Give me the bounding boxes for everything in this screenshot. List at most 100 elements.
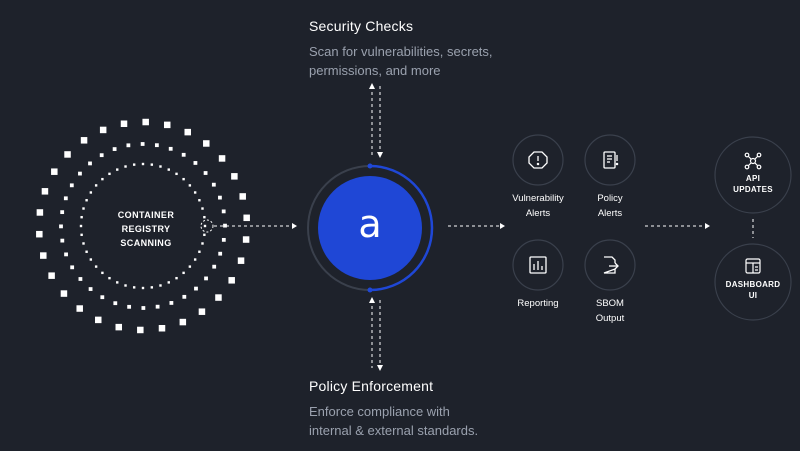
registry-dot	[41, 188, 49, 195]
registry-dot-rings	[36, 118, 250, 334]
registry-dot	[132, 163, 136, 166]
registry-dot	[193, 191, 197, 194]
node-label-sbom: SBOM Output	[565, 296, 655, 326]
registry-dot	[48, 272, 55, 279]
node-label-reporting-line1: Reporting	[517, 298, 559, 309]
node-label-vulnerability-line2: Alerts	[525, 208, 551, 219]
registry-dot	[85, 250, 88, 253]
registry-dot	[204, 276, 208, 281]
registry-dot	[140, 142, 145, 146]
arrow-outputs-to-targets	[645, 223, 710, 229]
registry-dot	[221, 237, 226, 242]
registry-dot	[182, 294, 187, 299]
registry-dot	[36, 209, 44, 216]
registry-dot	[51, 168, 58, 175]
registry-connector-node	[200, 219, 214, 233]
node-label-vulnerability: Vulnerability Alerts	[493, 191, 583, 221]
registry-dot	[182, 271, 185, 275]
registry-dot	[228, 277, 235, 284]
registry-dot	[40, 252, 47, 259]
registry-dot	[82, 242, 85, 245]
node-label-policy-line1: Policy	[597, 193, 623, 204]
registry-dot	[239, 193, 246, 200]
registry-dot	[76, 305, 83, 312]
registry-dot	[116, 168, 119, 171]
registry-dot	[112, 147, 117, 151]
registry-dot	[159, 284, 162, 287]
target-label-api-line1: API	[745, 174, 761, 183]
registry-dot	[175, 276, 178, 280]
registry-dot	[60, 290, 68, 297]
node-circle-reporting	[512, 239, 564, 291]
logo-disc	[318, 176, 422, 280]
registry-dot	[85, 199, 88, 202]
registry-dot	[179, 318, 187, 326]
registry-dot	[182, 177, 185, 181]
arrow-security-checks	[369, 83, 383, 158]
registry-dot	[63, 196, 68, 201]
registry-dot	[80, 137, 88, 144]
registry-dot	[88, 287, 93, 291]
registry-dot	[141, 306, 146, 310]
registry-dot	[78, 171, 82, 176]
registry-dot	[188, 265, 192, 268]
registry-dot	[100, 295, 105, 300]
registry-dot	[120, 120, 128, 127]
registry-dot	[36, 230, 43, 238]
registry-dot	[99, 126, 107, 134]
registry-dot	[80, 233, 83, 237]
arrow-registry-to-logo	[214, 223, 297, 229]
node-circle-vulnerability	[512, 134, 564, 186]
registry-dot	[79, 224, 83, 228]
registry-dot	[231, 173, 238, 180]
registry-label: CONTAINER REGISTRY SCANNING	[106, 208, 186, 250]
registry-dot	[108, 276, 111, 280]
node-label-sbom-line2: Output	[595, 313, 625, 324]
security-checks-description: Scan for vulnerabilities, secrets, permi…	[309, 42, 549, 80]
registry-dot	[198, 250, 201, 253]
registry-dot	[126, 143, 131, 148]
target-circle-api	[714, 136, 792, 214]
alert-octagon-icon	[528, 151, 548, 169]
node-label-reporting: Reporting	[493, 296, 583, 311]
registry-dot	[237, 257, 245, 264]
registry-dot	[223, 223, 227, 228]
registry-dot	[167, 168, 170, 171]
arrow-logo-to-outputs	[448, 223, 505, 229]
registry-label-line1: CONTAINER	[117, 210, 175, 220]
registry-dot	[193, 258, 197, 261]
arrow-policy-enforcement	[369, 297, 383, 371]
node-label-policy: Policy Alerts	[565, 191, 655, 221]
registry-dot	[113, 301, 118, 306]
security-checks-title: Security Checks	[309, 18, 414, 34]
dashboard-icon	[745, 258, 761, 274]
registry-dot	[141, 162, 145, 166]
registry-dot	[94, 265, 98, 268]
registry-dot	[218, 155, 226, 162]
target-circle-dashboard	[714, 243, 792, 321]
registry-dot	[115, 323, 123, 331]
registry-dot	[203, 171, 208, 175]
registry-dot	[169, 301, 174, 305]
document-icon	[603, 151, 619, 169]
registry-dot	[212, 264, 217, 269]
target-label-dashboard-line1: DASHBOARD	[725, 280, 781, 289]
registry-dot	[242, 236, 250, 243]
registry-dot	[64, 151, 71, 158]
target-label-dashboard-line2: UI	[748, 291, 758, 300]
node-label-vulnerability-line1: Vulnerability	[512, 193, 564, 204]
target-label-api: API UPDATES	[718, 173, 788, 195]
registry-dot	[163, 121, 171, 129]
policy-enforcement-description: Enforce compliance with internal & exter…	[309, 402, 549, 440]
registry-dot	[211, 182, 216, 187]
node-circle-sbom	[584, 239, 636, 291]
registry-dot	[203, 215, 206, 219]
registry-dot	[82, 207, 85, 210]
registry-dot	[243, 214, 250, 222]
registry-dot	[88, 161, 92, 166]
registry-dot	[124, 165, 127, 168]
registry-dot	[95, 316, 102, 324]
policy-enforcement-title: Policy Enforcement	[309, 378, 434, 394]
registry-dot	[101, 271, 104, 275]
registry-dot	[203, 224, 207, 228]
